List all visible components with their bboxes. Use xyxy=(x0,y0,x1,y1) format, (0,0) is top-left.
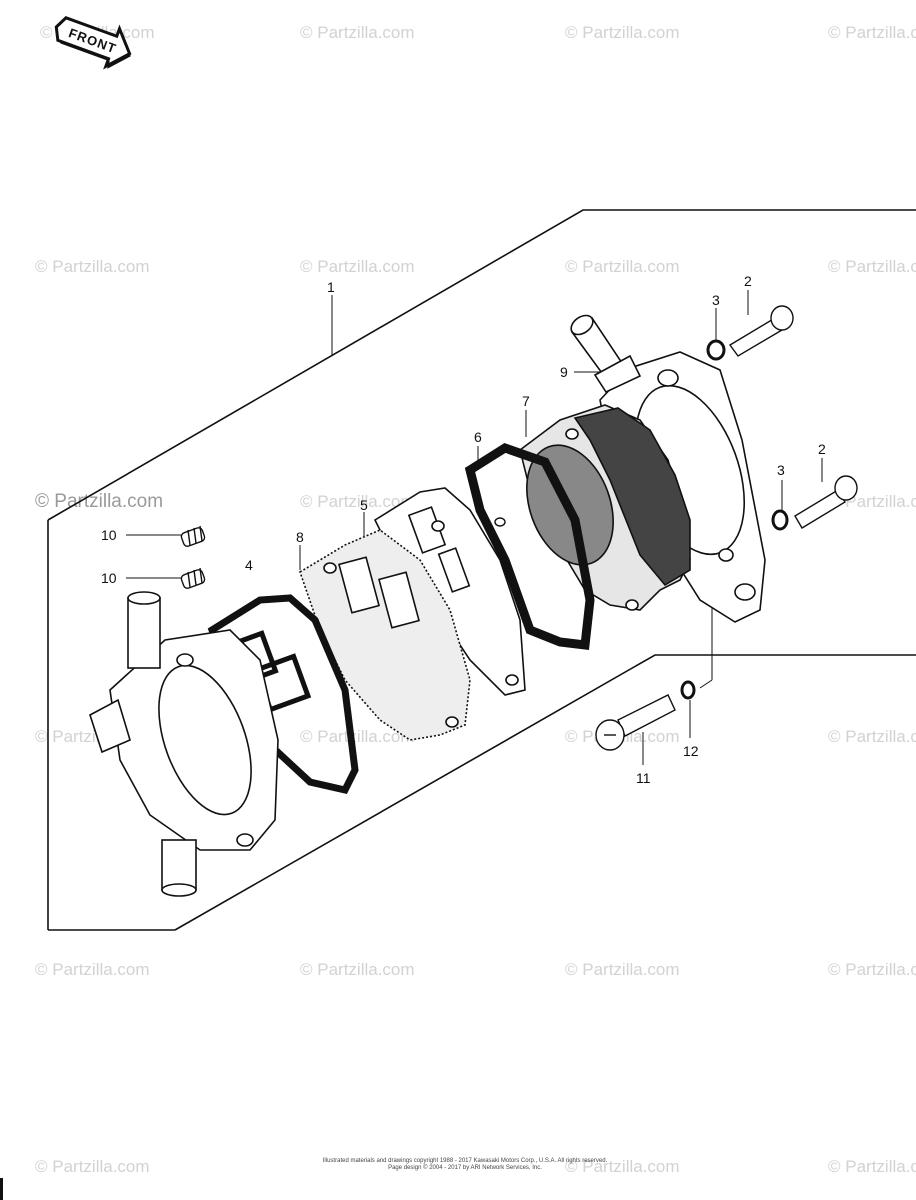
callout-2: 2 xyxy=(744,273,752,289)
edge-bar xyxy=(0,1178,3,1200)
watermark: © Partzilla.com xyxy=(565,1157,680,1176)
watermark: © Partzilla.com xyxy=(35,1157,150,1176)
assembly-outline xyxy=(47,209,916,931)
callout-7: 7 xyxy=(522,393,530,409)
callout-3: 3 xyxy=(777,462,785,478)
watermark: © Partzilla.com xyxy=(35,960,150,979)
watermark: © Partzilla.com xyxy=(828,1157,916,1176)
washer-part-3 xyxy=(771,509,789,531)
spring-part-10 xyxy=(180,525,206,547)
watermark: © Partzilla.com xyxy=(828,960,916,979)
watermark: © Partzilla.com xyxy=(828,257,916,276)
callout-4: 4 xyxy=(245,557,253,573)
washer-part-12 xyxy=(680,680,696,700)
watermark: © Partzilla.com xyxy=(300,727,415,746)
watermark: © Partzilla.com xyxy=(300,492,415,511)
bolt-part-2 xyxy=(728,305,794,357)
bolt-part-2 xyxy=(794,475,858,529)
callout-6: 6 xyxy=(474,429,482,445)
watermark: © Partzilla.com xyxy=(565,257,680,276)
watermark: © Partzilla.com xyxy=(828,23,916,42)
callout-10: 10 xyxy=(101,570,117,586)
watermark: © Partzilla.com xyxy=(300,23,415,42)
copyright-line: Page design © 2004 - 2017 by ARI Network… xyxy=(388,1165,542,1171)
washer-part-3 xyxy=(706,339,726,361)
watermark: © Partzilla.com xyxy=(828,727,916,746)
callout-5: 5 xyxy=(360,497,368,513)
screw-part-11 xyxy=(595,694,676,751)
gasket-part-6 xyxy=(464,443,595,651)
leader-lines xyxy=(126,290,823,765)
callout-8: 8 xyxy=(296,529,304,545)
callout-2: 2 xyxy=(818,441,826,457)
watermark: © Partzilla.com xyxy=(35,257,150,276)
callout-3: 3 xyxy=(712,292,720,308)
spring-part-10 xyxy=(180,567,206,589)
watermark: © Partzilla.com xyxy=(565,960,680,979)
callout-1: 1 xyxy=(327,279,335,295)
callout-11: 11 xyxy=(636,770,651,786)
watermark: © Partzilla.com xyxy=(565,23,680,42)
copyright-notice: Illustrated materials and drawings copyr… xyxy=(230,1158,700,1172)
callout-10: 10 xyxy=(101,527,117,543)
front-arrow-icon: FRONT xyxy=(54,16,132,70)
pump-body xyxy=(89,591,279,897)
copyright-line: Illustrated materials and drawings copyr… xyxy=(322,1158,608,1164)
pump-cover-part-9 xyxy=(570,314,766,623)
watermark: © Partzilla.com xyxy=(300,257,415,276)
watermark: © Partzilla.com xyxy=(35,491,163,512)
gasket-part-8 xyxy=(299,529,471,741)
callout-labels: 1 2 3 2 3 4 5 6 7 8 9 10 10 11 12 xyxy=(101,273,826,786)
watermark: © Partzilla.com xyxy=(300,960,415,979)
callout-12: 12 xyxy=(683,743,699,759)
callout-9: 9 xyxy=(560,364,568,380)
